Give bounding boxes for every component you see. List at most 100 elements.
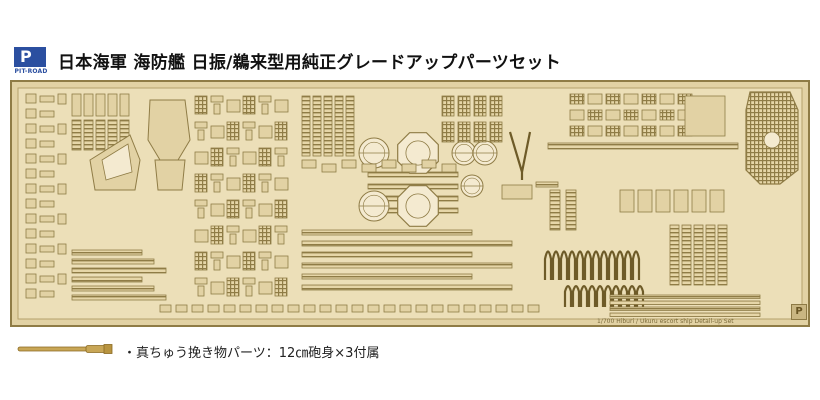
etched-arch (627, 284, 637, 307)
etched-part (673, 189, 689, 213)
etched-part (441, 95, 455, 117)
etched-part (194, 251, 208, 271)
etched-arch (599, 250, 609, 280)
etched-part (641, 93, 657, 105)
etched-part (226, 277, 240, 297)
etched-part (39, 260, 55, 268)
logo-letter: P (20, 47, 32, 66)
etched-part (303, 304, 316, 313)
etched-part (569, 109, 585, 121)
etched-part (511, 304, 524, 313)
etched-part (301, 95, 311, 157)
etched-tripod (508, 131, 532, 180)
etched-part (242, 95, 256, 115)
etched-arch (571, 284, 581, 307)
etched-arch (567, 250, 577, 280)
etched-part (194, 173, 208, 193)
etched-part (261, 181, 269, 193)
etched-part (95, 93, 106, 117)
etched-arch (619, 284, 629, 307)
etched-part (609, 312, 761, 317)
etched-part (71, 276, 143, 283)
etched-part (39, 230, 55, 238)
etched-part (194, 151, 209, 165)
etched-part (197, 129, 205, 141)
etched-part (565, 189, 577, 231)
etched-part (501, 184, 533, 200)
etched-part (549, 189, 561, 231)
etched-part (479, 304, 492, 313)
etched-arch (603, 284, 613, 307)
etched-part (197, 207, 205, 219)
etched-part (25, 213, 37, 224)
etched-part (39, 200, 55, 208)
etched-part (258, 147, 272, 167)
etched-part (159, 304, 172, 313)
etched-part (301, 273, 473, 280)
etched-part (401, 163, 417, 173)
etched-part (71, 119, 82, 151)
etched-part (25, 153, 37, 164)
etched-part (226, 177, 241, 191)
etched-part (495, 304, 508, 313)
etched-part (587, 125, 603, 137)
etched-part (587, 109, 603, 121)
etched-octagon (397, 185, 439, 227)
etched-part (274, 99, 289, 113)
etched-deck-hole (763, 131, 781, 149)
etched-arch (563, 284, 573, 307)
etched-part (71, 294, 167, 301)
etched-part (71, 267, 167, 274)
etched-part (39, 215, 55, 223)
etched-part (463, 304, 476, 313)
etched-part (245, 207, 253, 219)
etched-part (321, 163, 337, 173)
etched-part (25, 273, 37, 284)
etched-part (39, 125, 55, 133)
etched-part (39, 110, 55, 118)
etched-part (242, 121, 256, 129)
etched-part (95, 119, 106, 151)
etched-part (71, 285, 155, 292)
etched-part (25, 258, 37, 269)
etched-part (693, 224, 704, 286)
etched-part (210, 251, 224, 259)
etched-part (39, 95, 55, 103)
etched-octagon-ring (405, 140, 431, 166)
pit-road-logo: P PIT-ROAD (10, 47, 52, 77)
etched-part (367, 304, 380, 313)
etched-part (83, 119, 94, 151)
etched-part (242, 229, 257, 243)
etched-part (25, 168, 37, 179)
etched-part (637, 189, 653, 213)
etched-part (258, 125, 273, 139)
etched-arch (551, 250, 561, 280)
etched-arch (607, 250, 617, 280)
etched-part (242, 277, 256, 285)
etched-part (383, 304, 396, 313)
etched-part (229, 233, 237, 245)
etched-part (623, 93, 639, 105)
etched-part (301, 229, 473, 236)
etched-part (226, 255, 241, 269)
etched-part (258, 95, 272, 103)
etched-part (25, 93, 37, 104)
etched-part (709, 189, 725, 213)
etched-part (287, 304, 300, 313)
etched-part (527, 304, 540, 313)
etched-part (39, 245, 55, 253)
etched-part (345, 95, 355, 157)
etched-part (242, 151, 257, 165)
etched-part (25, 138, 37, 149)
etched-part (301, 240, 513, 247)
etched-part (39, 155, 55, 163)
etched-part (655, 189, 671, 213)
etched-parts-group (25, 91, 799, 317)
etched-part (210, 95, 224, 103)
etched-part (210, 147, 224, 167)
etched-part (71, 93, 82, 117)
etched-part (210, 281, 225, 295)
etched-part (226, 225, 240, 233)
etched-part (107, 93, 118, 117)
fret-logo-mark: P (791, 304, 807, 320)
